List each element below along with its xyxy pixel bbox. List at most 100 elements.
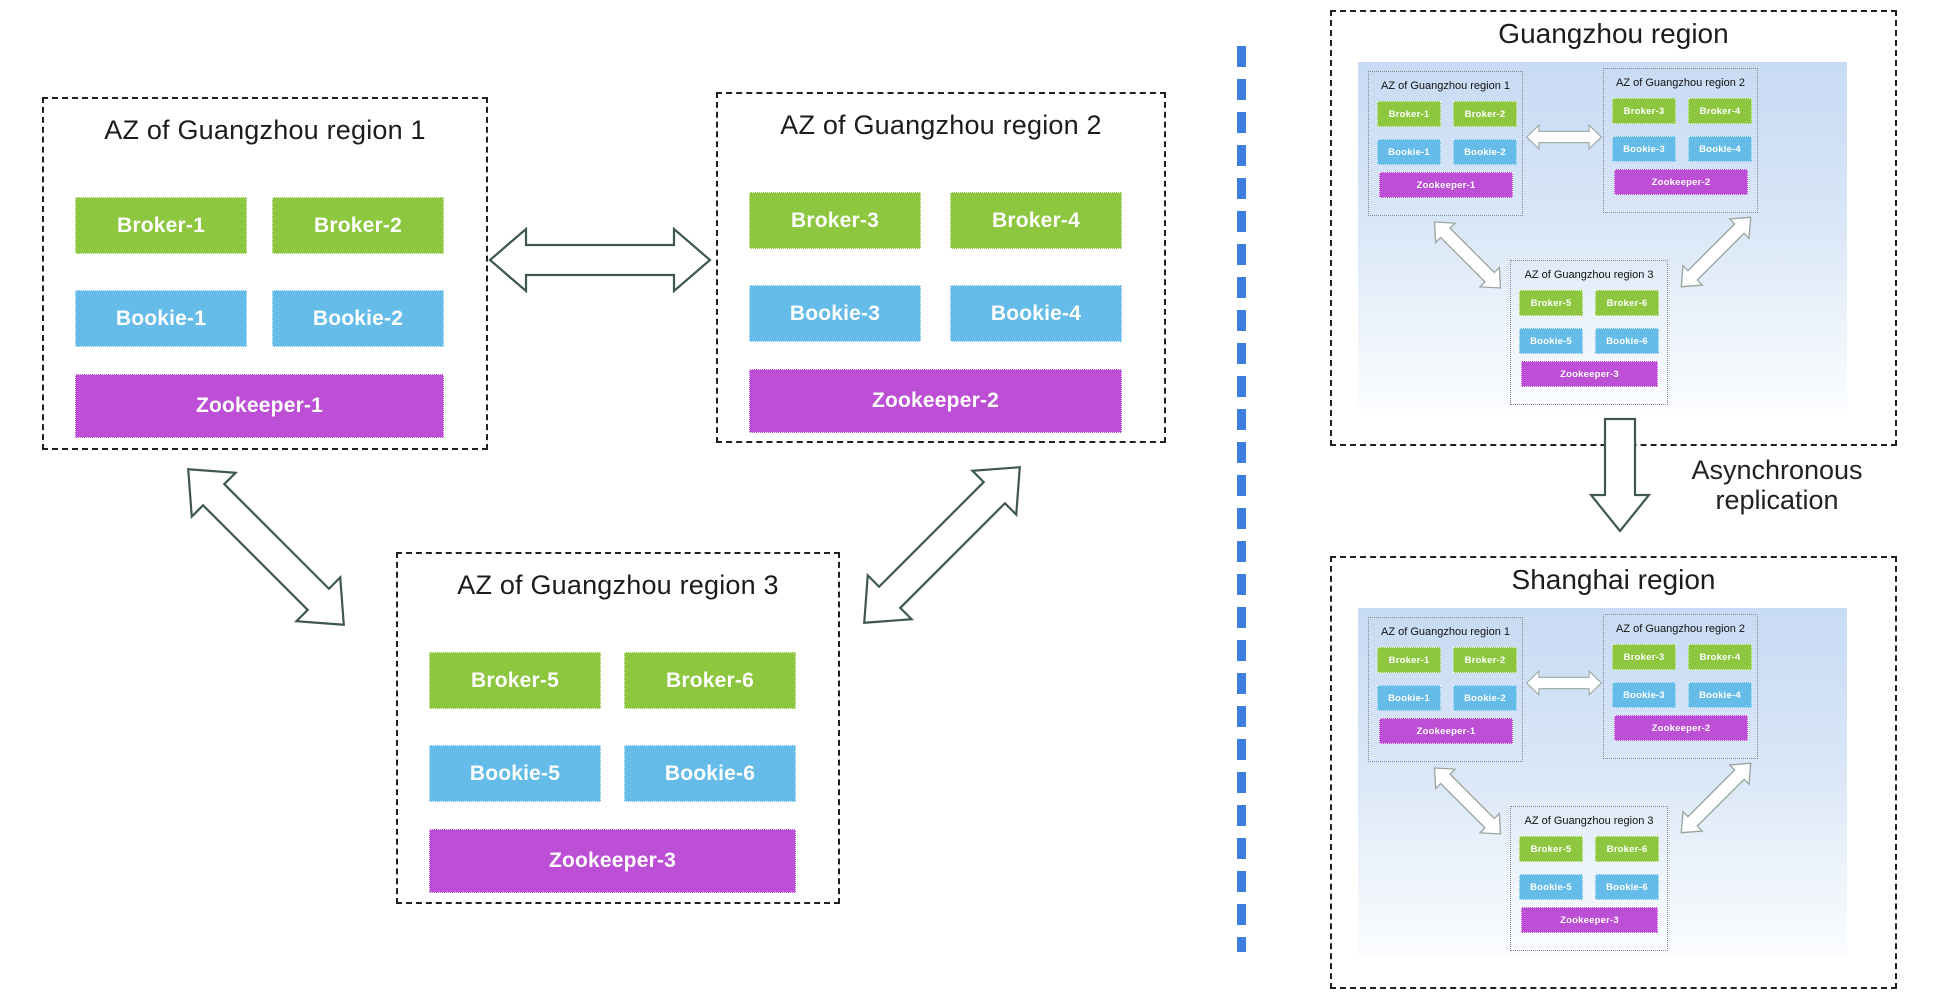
mini-az-box-1: AZ of Guangzhou region 1 Broker-1 Broker… xyxy=(1368,71,1523,216)
zookeeper-node: Zookeeper-2 xyxy=(1614,169,1748,195)
mini-az-title: AZ of Guangzhou region 1 xyxy=(1380,80,1511,92)
broker-node: Broker-3 xyxy=(749,192,921,249)
bookie-node: Bookie-5 xyxy=(1519,328,1583,354)
down-arrow-icon xyxy=(1589,417,1651,533)
az-title: AZ of Guangzhou region 1 xyxy=(104,115,426,145)
bookie-node: Bookie-1 xyxy=(75,290,247,347)
mini-arrow-az2-az3 xyxy=(1670,206,1762,298)
broker-node: Broker-4 xyxy=(1688,644,1752,670)
bookie-node: Bookie-5 xyxy=(429,745,601,802)
zookeeper-node: Zookeeper-3 xyxy=(1521,361,1658,387)
mini-arrow-az1-az2 xyxy=(1526,670,1602,696)
double-arrow-icon xyxy=(488,226,712,294)
broker-node: Broker-1 xyxy=(75,197,247,254)
broker-node: Broker-5 xyxy=(1519,290,1583,316)
mini-az-box-2: AZ of Guangzhou region 2 Broker-3 Broker… xyxy=(1603,614,1758,759)
mini-arrow-az1-az3 xyxy=(1423,757,1511,845)
mini-az-title: AZ of Guangzhou region 3 xyxy=(1524,815,1654,827)
bookie-node: Bookie-3 xyxy=(1612,682,1676,708)
broker-node: Broker-6 xyxy=(1595,290,1659,316)
region-title: Shanghai region xyxy=(1511,564,1716,595)
region-title: Guangzhou region xyxy=(1498,18,1729,49)
bookie-node: Bookie-4 xyxy=(1688,682,1752,708)
region-panel: AZ of Guangzhou region 1 Broker-1 Broker… xyxy=(1358,608,1847,956)
bookie-node: Bookie-4 xyxy=(1688,136,1752,162)
broker-node: Broker-4 xyxy=(1688,98,1752,124)
bookie-node: Bookie-2 xyxy=(272,290,444,347)
mini-az-title: AZ of Guangzhou region 3 xyxy=(1524,269,1654,281)
mini-arrow-az2-az3 xyxy=(1670,752,1762,844)
mini-arrow-az1-az2 xyxy=(1526,124,1602,150)
double-arrow-icon xyxy=(1433,221,1502,289)
double-arrow-icon xyxy=(1433,767,1502,835)
bookie-node: Bookie-1 xyxy=(1377,139,1441,165)
az-content: Broker-3 Broker-4 Bookie-3 Bookie-4 Zook… xyxy=(749,166,1122,433)
region-box-shanghai: Shanghai region AZ of Guangzhou region 1… xyxy=(1330,556,1897,989)
broker-node: Broker-5 xyxy=(429,652,601,709)
broker-node: Broker-2 xyxy=(272,197,444,254)
broker-node: Broker-1 xyxy=(1377,101,1441,127)
arrow-az1-az2 xyxy=(488,226,712,294)
section-divider xyxy=(1237,46,1246,952)
az-content: Broker-5 Broker-6 Bookie-5 Bookie-6 Zook… xyxy=(429,626,796,893)
broker-row: Broker-5 Broker-6 xyxy=(429,652,796,709)
bookie-node: Bookie-4 xyxy=(950,285,1122,342)
arrow-az1-az3 xyxy=(163,444,369,650)
mini-az-title: AZ of Guangzhou region 2 xyxy=(1615,77,1746,89)
broker-node: Broker-6 xyxy=(624,652,796,709)
bookie-node: Bookie-1 xyxy=(1377,685,1441,711)
bookie-node: Bookie-6 xyxy=(624,745,796,802)
bookie-row: Bookie-1 Bookie-2 xyxy=(75,290,444,347)
mini-az-box-2: AZ of Guangzhou region 2 Broker-3 Broker… xyxy=(1603,68,1758,213)
az-content: Broker-1 Broker-2 Bookie-1 Bookie-2 Zook… xyxy=(75,171,444,438)
broker-node: Broker-1 xyxy=(1377,647,1441,673)
broker-node: Broker-2 xyxy=(1453,101,1517,127)
region-panel: AZ of Guangzhou region 1 Broker-1 Broker… xyxy=(1358,62,1847,410)
az-title: AZ of Guangzhou region 3 xyxy=(457,570,779,600)
broker-row: Broker-1 Broker-2 xyxy=(75,197,444,254)
mini-az-box-1: AZ of Guangzhou region 1 Broker-1 Broker… xyxy=(1368,617,1523,762)
az-box-guangzhou-1: AZ of Guangzhou region 1 Broker-1 Broker… xyxy=(42,97,488,450)
arrow-az2-az3 xyxy=(839,442,1045,648)
region-box-guangzhou: Guangzhou region AZ of Guangzhou region … xyxy=(1330,10,1897,446)
mini-az-box-3: AZ of Guangzhou region 3 Broker-5 Broker… xyxy=(1510,260,1668,405)
double-arrow-icon xyxy=(1680,216,1752,288)
broker-node: Broker-6 xyxy=(1595,836,1659,862)
mini-arrow-az1-az3 xyxy=(1423,211,1511,299)
replication-label: Asynchronous replication xyxy=(1691,455,1863,515)
bookie-row: Bookie-5 Bookie-6 xyxy=(429,745,796,802)
zookeeper-node: Zookeeper-3 xyxy=(1521,907,1658,933)
zookeeper-node: Zookeeper-2 xyxy=(1614,715,1748,741)
bookie-row: Bookie-3 Bookie-4 xyxy=(749,285,1122,342)
double-arrow-icon xyxy=(863,466,1021,624)
bookie-node: Bookie-3 xyxy=(1612,136,1676,162)
arrow-replication xyxy=(1589,417,1651,535)
az-box-guangzhou-2: AZ of Guangzhou region 2 Broker-3 Broker… xyxy=(716,92,1166,443)
zookeeper-node: Zookeeper-2 xyxy=(749,369,1122,433)
zookeeper-node: Zookeeper-1 xyxy=(1379,718,1513,744)
broker-node: Broker-3 xyxy=(1612,98,1676,124)
zookeeper-node: Zookeeper-1 xyxy=(75,374,444,438)
bookie-node: Bookie-6 xyxy=(1595,874,1659,900)
broker-node: Broker-3 xyxy=(1612,644,1676,670)
mini-az-title: AZ of Guangzhou region 1 xyxy=(1380,626,1511,638)
broker-row: Broker-3 Broker-4 xyxy=(749,192,1122,249)
double-arrow-icon xyxy=(1526,124,1602,150)
az-box-guangzhou-3: AZ of Guangzhou region 3 Broker-5 Broker… xyxy=(396,552,840,904)
mini-az-box-3: AZ of Guangzhou region 3 Broker-5 Broker… xyxy=(1510,806,1668,951)
zookeeper-node: Zookeeper-1 xyxy=(1379,172,1513,198)
bookie-node: Bookie-2 xyxy=(1453,139,1517,165)
double-arrow-icon xyxy=(187,468,345,626)
broker-node: Broker-5 xyxy=(1519,836,1583,862)
bookie-node: Bookie-6 xyxy=(1595,328,1659,354)
zookeeper-node: Zookeeper-3 xyxy=(429,829,796,893)
az-title: AZ of Guangzhou region 2 xyxy=(780,110,1102,140)
bookie-node: Bookie-3 xyxy=(749,285,921,342)
double-arrow-icon xyxy=(1526,670,1602,696)
broker-node: Broker-2 xyxy=(1453,647,1517,673)
mini-az-title: AZ of Guangzhou region 2 xyxy=(1615,623,1746,635)
double-arrow-icon xyxy=(1680,762,1752,834)
broker-node: Broker-4 xyxy=(950,192,1122,249)
bookie-node: Bookie-2 xyxy=(1453,685,1517,711)
